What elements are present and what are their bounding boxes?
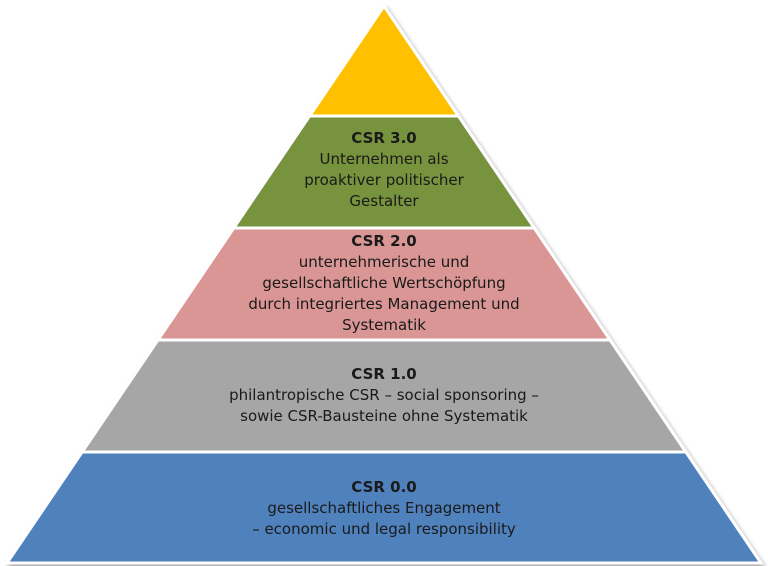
csr-3-line-2: proaktiver politischer	[304, 171, 464, 189]
csr-2-line-3: durch integriertes Management und	[248, 295, 520, 313]
csr-2-line-4: Systematik	[342, 316, 426, 334]
csr-2-title: CSR 2.0	[351, 232, 417, 250]
csr-1-line-2: sowie CSR-Bausteine ohne Systematik	[240, 407, 528, 425]
layer-label-csr-3: CSR 3.0 Unternehmen als proaktiver polit…	[0, 128, 768, 212]
pyramid-layer-apex	[306, 3, 462, 118]
pyramid-layer-csr-0	[4, 450, 764, 565]
csr-0-line-2: – economic und legal responsibility	[252, 520, 516, 538]
csr-0-title: CSR 0.0	[351, 478, 417, 496]
csr-3-line-3: Gestalter	[349, 192, 419, 210]
layer-label-csr-0: CSR 0.0 gesellschaftliches Engagement – …	[0, 477, 768, 540]
layer-label-csr-1: CSR 1.0 philantropische CSR – social spo…	[0, 364, 768, 427]
csr-1-title: CSR 1.0	[351, 365, 417, 383]
csr-2-line-2: gesellschaftliche Wertschöpfung	[262, 274, 506, 292]
csr-1-line-1: philantropische CSR – social sponsoring …	[229, 386, 539, 404]
csr-3-line-1: Unternehmen als	[319, 150, 449, 168]
csr-2-line-1: unternehmerische und	[298, 253, 470, 271]
csr-0-line-1: gesellschaftliches Engagement	[267, 499, 501, 517]
csr-3-title: CSR 3.0	[351, 129, 417, 147]
layer-label-csr-2: CSR 2.0 unternehmerische und gesellschaf…	[0, 231, 768, 336]
